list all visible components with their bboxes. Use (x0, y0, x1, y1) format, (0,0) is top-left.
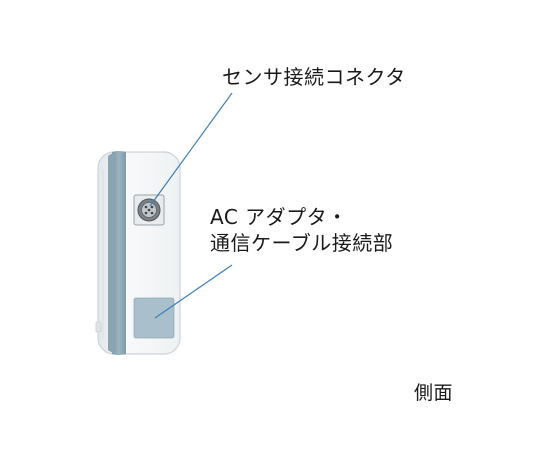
ac-adapter-label-line2: 通信ケーブル接続部 (210, 231, 394, 255)
side-band (108, 151, 126, 355)
ac-adapter-label-line1: AC アダプタ・ (210, 205, 348, 229)
port-cover-panel (133, 297, 175, 339)
connector-leader-line (149, 92, 233, 207)
view-label: 側面 (414, 382, 454, 404)
sensor-connector-label: センサ接続コネクタ (222, 65, 406, 89)
ac-port-leader-line (154, 264, 233, 319)
round-sensor-connector-icon (133, 194, 165, 226)
ac-adapter-label: AC アダプタ・ 通信ケーブル接続部 (210, 204, 393, 256)
